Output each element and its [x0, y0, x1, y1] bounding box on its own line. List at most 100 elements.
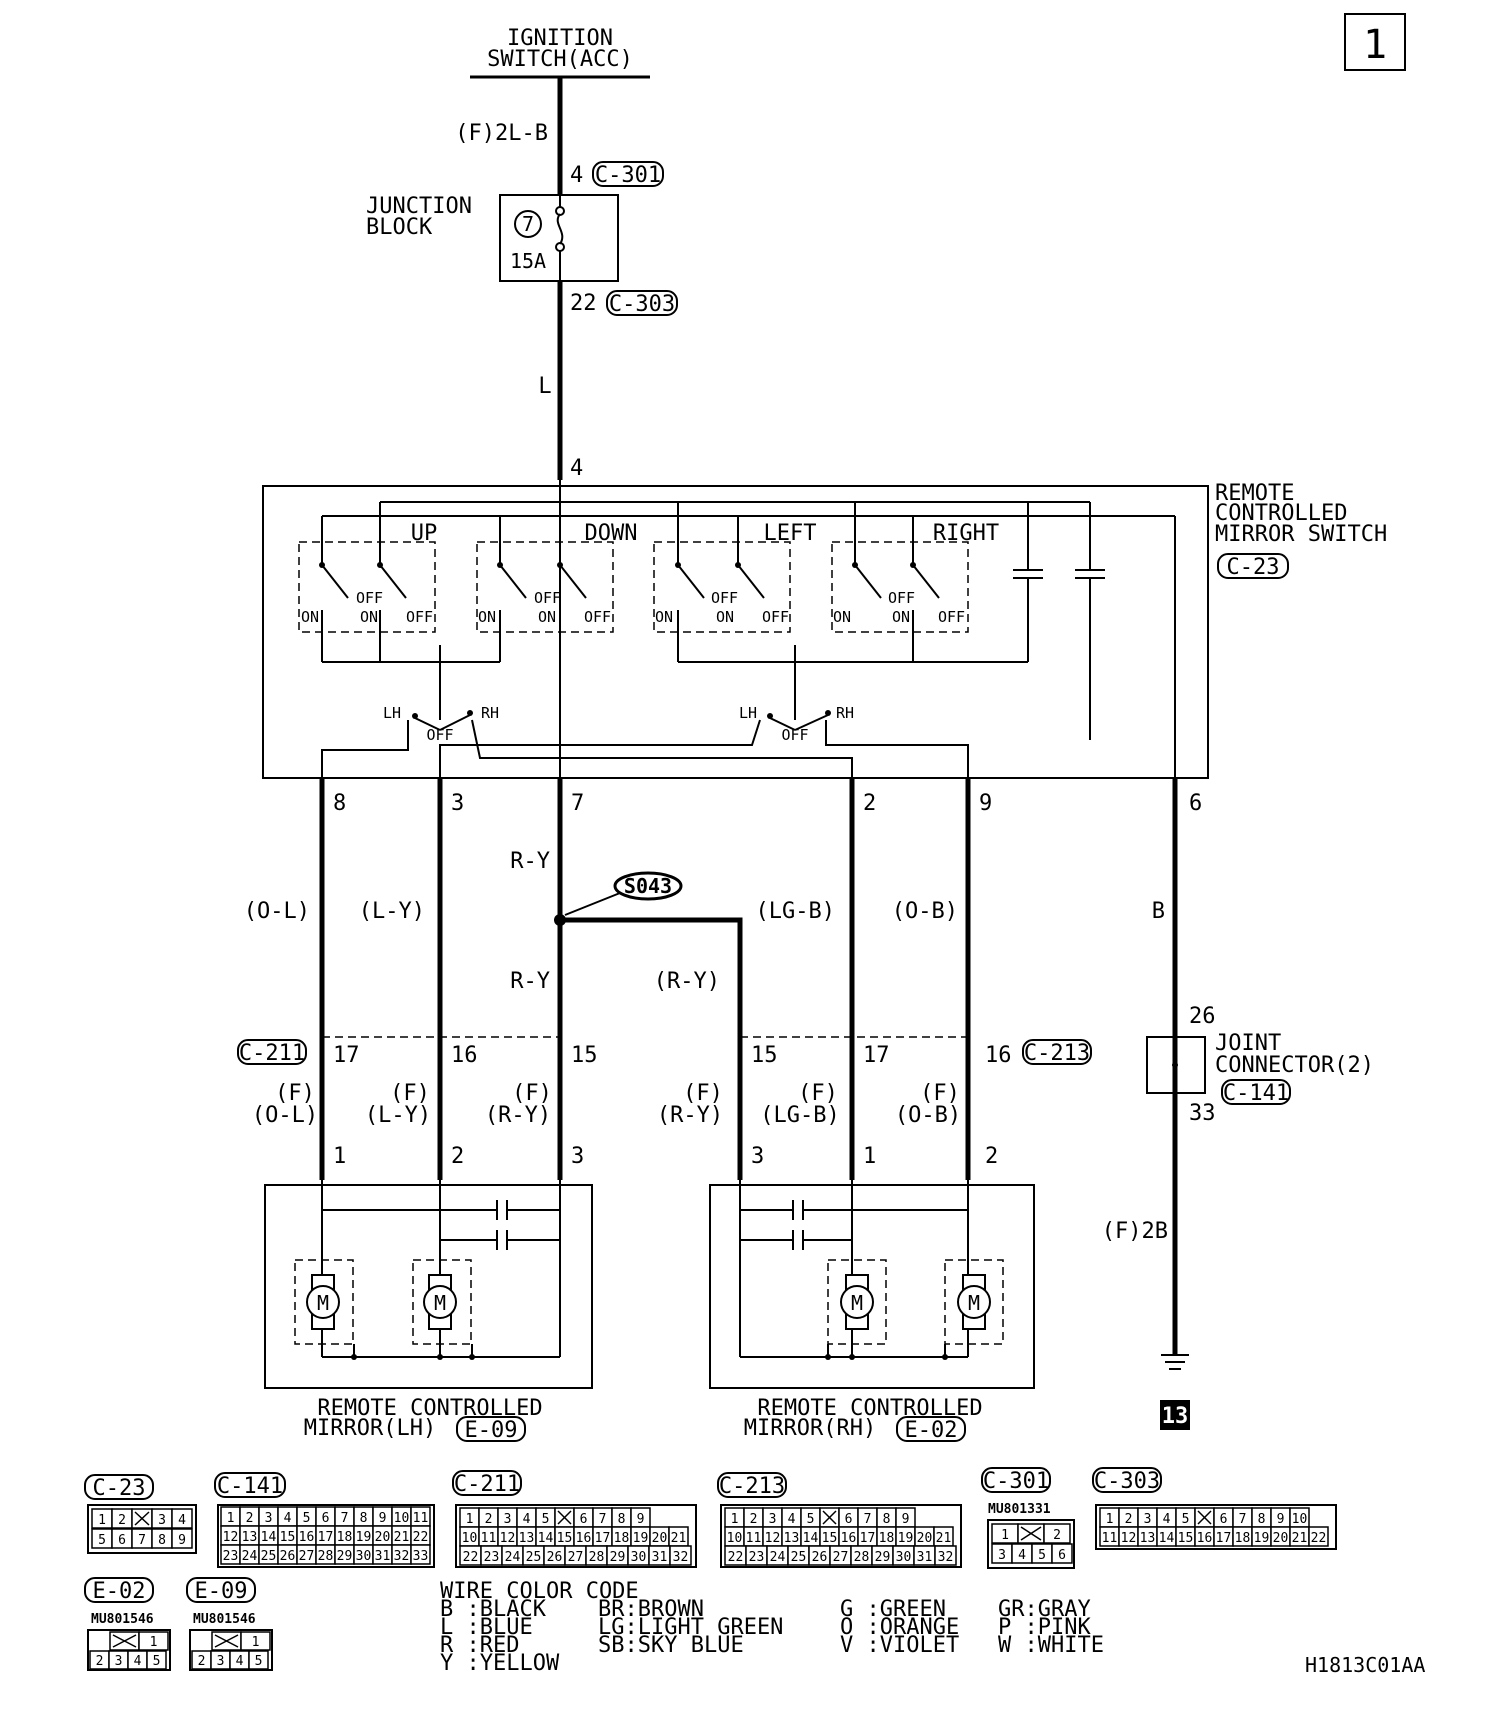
svg-text:15: 15 [1178, 1531, 1194, 1546]
svg-text:20: 20 [652, 1531, 668, 1546]
off-label: OFF [584, 608, 611, 626]
svg-text:23: 23 [223, 1549, 239, 1564]
connector-pin-cell: 17 [857, 1526, 878, 1547]
connector-pin-cell: 2 [239, 1506, 260, 1527]
connector-pin-cell: 6 [1051, 1543, 1073, 1564]
conn-e09-part-number: MU801546 [193, 1612, 256, 1627]
connector-pin-cell: 14 [800, 1526, 821, 1547]
ignition-label-1: IGNITION [507, 26, 613, 51]
connector-pin-cell: 27 [296, 1544, 317, 1565]
connector-pin-cell: 23 [480, 1545, 503, 1566]
connector-pin-cell: 14 [1156, 1526, 1177, 1547]
connector-pin-cell: 24 [501, 1545, 524, 1566]
rh-pin-2: 2 [985, 1144, 998, 1169]
page-number-box [1344, 13, 1406, 71]
connector-pin-cell: 21 [1289, 1526, 1310, 1547]
conn-c301-tag [592, 161, 664, 187]
svg-text:22: 22 [463, 1550, 479, 1565]
color-code-lg: LG:LIGHT GREEN [598, 1615, 783, 1640]
connector-pin-cell: 25 [258, 1544, 279, 1565]
conn-e09-view-tag [186, 1577, 256, 1603]
connector-pin-cell: 21 [391, 1525, 412, 1546]
mirror-switch-box [262, 485, 1209, 779]
connector-pin-cell: 24 [766, 1545, 789, 1566]
conn-c23-view-tag [84, 1474, 154, 1500]
svg-text:4: 4 [178, 1513, 186, 1528]
connector-pin-cell: 25 [787, 1545, 810, 1566]
off-label: OFF [762, 608, 789, 626]
conn-e02-face [87, 1629, 171, 1671]
svg-text:8: 8 [360, 1511, 368, 1526]
connector-pin-cell: 4 [277, 1506, 298, 1527]
svg-text:9: 9 [637, 1512, 645, 1527]
connector-pin-cell: 8 [1251, 1507, 1272, 1528]
svg-text:1: 1 [1001, 1528, 1009, 1543]
connector-pin-cell: 32 [934, 1545, 957, 1566]
connector-pin-cell: 25 [522, 1545, 545, 1566]
connector-pin-cell: 16 [1194, 1526, 1215, 1547]
svg-text:7: 7 [864, 1512, 872, 1527]
svg-text:17: 17 [595, 1531, 611, 1546]
svg-text:2: 2 [1125, 1512, 1133, 1527]
motor-icon: M [306, 1274, 340, 1330]
connector-pin-cell: 9 [1270, 1507, 1291, 1528]
connector-pin-cell: 31 [372, 1544, 393, 1565]
color-code-b: B :BLACK [440, 1597, 547, 1622]
connector-pin-cell: 21 [933, 1526, 954, 1547]
c211-pin-16: 16 [451, 1043, 478, 1068]
svg-text:28: 28 [589, 1550, 605, 1565]
connector-pin-cell: 12 [762, 1526, 783, 1547]
connector-pin-cell: 23 [220, 1544, 241, 1565]
svg-text:6: 6 [580, 1512, 588, 1527]
connector-pin-cell: 6 [111, 1528, 133, 1549]
svg-text:18: 18 [614, 1531, 630, 1546]
connector-pin-cell: 15 [277, 1525, 298, 1546]
fuse-number: 7 [522, 212, 534, 236]
conn-c141-view-tag [214, 1472, 286, 1498]
svg-text:11: 11 [1102, 1531, 1118, 1546]
page-number: 1 [1363, 22, 1387, 68]
svg-text:16: 16 [1197, 1531, 1213, 1546]
selector-right [767, 710, 831, 731]
svg-text:2: 2 [96, 1654, 104, 1669]
svg-text:27: 27 [568, 1550, 584, 1565]
svg-text:1: 1 [150, 1635, 158, 1650]
svg-text:28: 28 [854, 1550, 870, 1565]
conn-c301-label: C-301 [595, 163, 661, 188]
connector-pin-cell: 32 [669, 1545, 692, 1566]
c213-pin-16: 16 [985, 1043, 1012, 1068]
connector-pin-cell [819, 1507, 840, 1528]
connector-pin-cell: 10 [1289, 1507, 1310, 1528]
conn-c211-tag [237, 1039, 307, 1065]
connector-pin-cell: 13 [781, 1526, 802, 1547]
connector-pin-cell: 6 [573, 1507, 594, 1528]
splice-tag [613, 871, 683, 901]
svg-text:8: 8 [618, 1512, 626, 1527]
wire-label-r-y: R-Y [510, 849, 550, 874]
connector-pin-cell: 5 [91, 1528, 113, 1549]
connector-pin-cell: 13 [516, 1526, 537, 1547]
svg-text:20: 20 [917, 1531, 933, 1546]
conn-e09-label: E-09 [465, 1418, 518, 1443]
connector-pin-cell: 11 [1099, 1526, 1120, 1547]
off-label: OFF [711, 589, 738, 607]
svg-text:15: 15 [280, 1530, 296, 1545]
svg-text:27: 27 [833, 1550, 849, 1565]
conn-c213-face [720, 1504, 962, 1568]
svg-text:29: 29 [610, 1550, 626, 1565]
lh-pin-1: 1 [333, 1144, 346, 1169]
on-label: ON [833, 608, 851, 626]
svg-text:3: 3 [217, 1654, 225, 1669]
svg-text:23: 23 [749, 1550, 765, 1565]
svg-text:5: 5 [153, 1654, 161, 1669]
conn-c301-face [987, 1519, 1075, 1569]
section-up-label: UP [411, 521, 438, 546]
svg-text:29: 29 [337, 1549, 353, 1564]
connector-pin-cell [109, 1631, 140, 1651]
wire-splice-rh [560, 917, 743, 1180]
lower-f-label: (F) [798, 1081, 838, 1106]
svg-text:12: 12 [500, 1531, 516, 1546]
conn-e09-tag [456, 1416, 526, 1442]
conn-e02-view-label: E-02 [93, 1579, 146, 1604]
